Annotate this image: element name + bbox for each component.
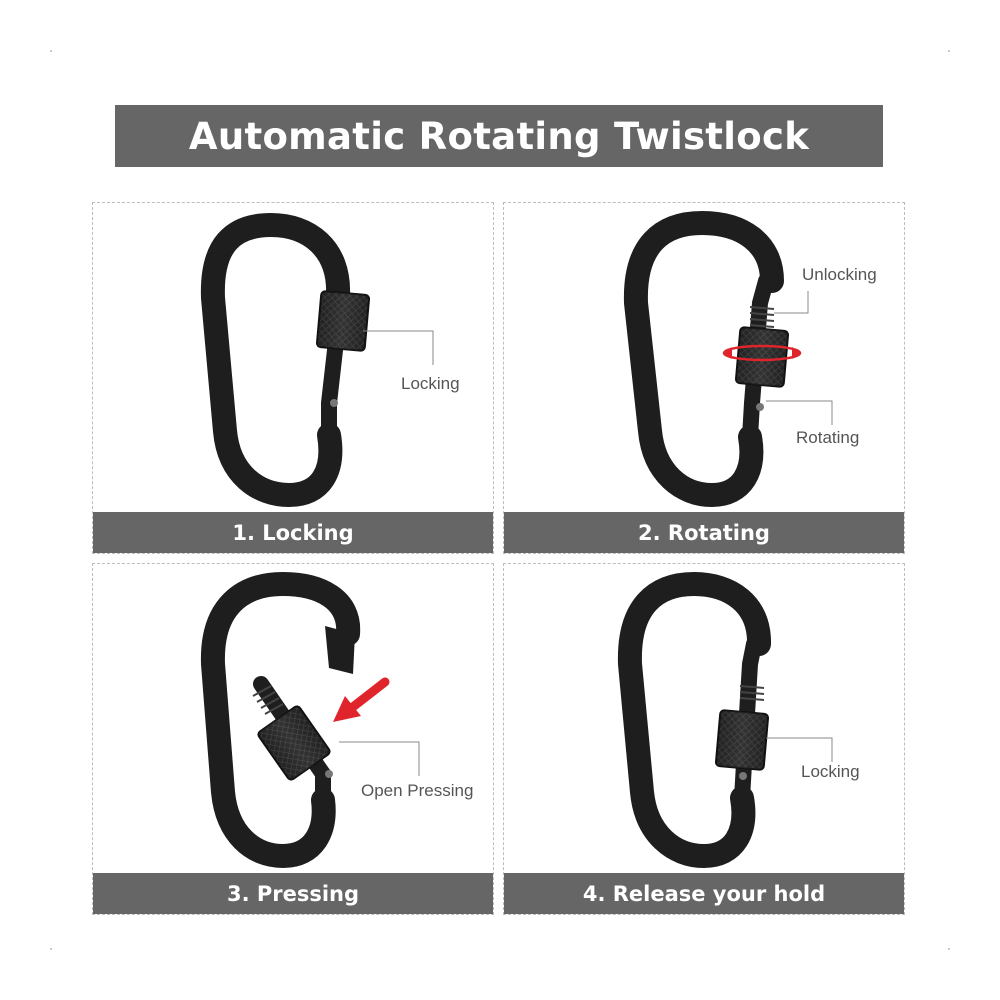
corner-mark: [50, 948, 52, 950]
callout-locking: Locking: [401, 374, 460, 393]
corner-mark: [948, 50, 950, 52]
step-caption: 4. Release your hold: [582, 881, 826, 906]
carabiner-locked-icon: [200, 212, 434, 508]
step-caption: 3. Pressing: [226, 881, 360, 906]
carabiner-rotating-icon: [623, 210, 833, 508]
caption-bar: 1. Locking: [93, 512, 493, 553]
carabiner-open-icon: [200, 571, 420, 869]
panel-pressing: Open Pressing 3. Pressing: [92, 563, 494, 915]
panel-locking: Locking 1. Locking: [92, 202, 494, 554]
callout-locking: Locking: [801, 762, 860, 781]
caption-bar: 2. Rotating: [504, 512, 904, 553]
panel-rotating: Unlocking Rotating 2. Rotating: [503, 202, 905, 554]
corner-mark: [50, 50, 52, 52]
step-caption: 2. Rotating: [638, 520, 770, 545]
carabiner-relocked-icon: [617, 571, 833, 869]
page-title: Automatic Rotating Twistlock: [188, 114, 810, 158]
callout-open-pressing: Open Pressing: [361, 781, 474, 800]
panel-release: Locking 4. Release your hold: [503, 563, 905, 915]
callout-rotating: Rotating: [796, 428, 860, 447]
caption-bar: 3. Pressing: [93, 873, 493, 914]
title-banner: Automatic Rotating Twistlock: [115, 105, 883, 167]
corner-mark: [948, 948, 950, 950]
step-caption: 1. Locking: [232, 520, 354, 545]
caption-bar: 4. Release your hold: [504, 873, 904, 914]
callout-unlocking: Unlocking: [802, 265, 877, 284]
